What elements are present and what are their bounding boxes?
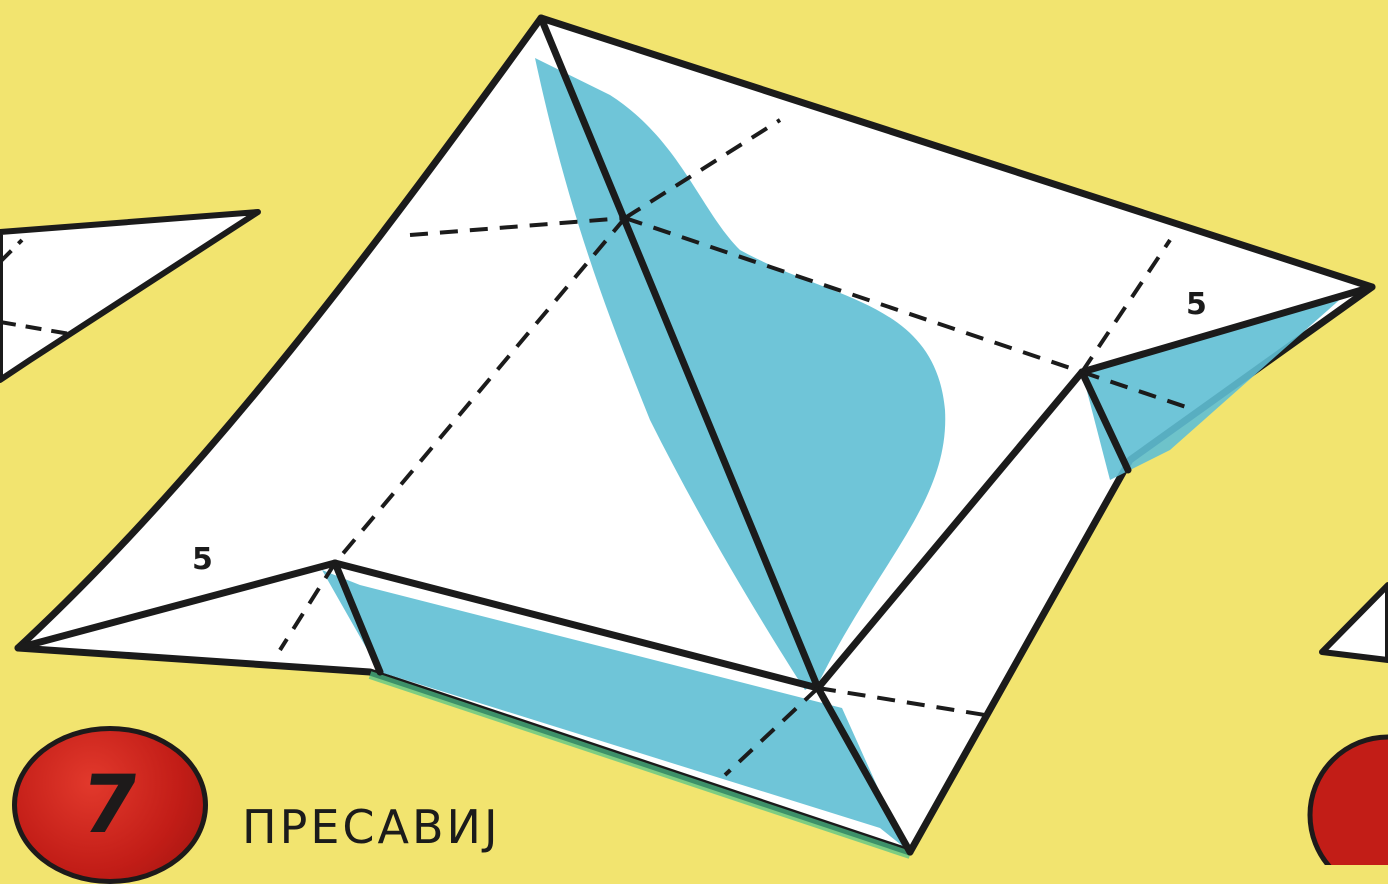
step-number: 7 <box>77 765 144 845</box>
next-step-fragment <box>1310 585 1388 865</box>
origami-diagram <box>0 0 1388 865</box>
previous-step-fragment <box>0 212 258 380</box>
folded-paper <box>18 18 1372 855</box>
step-instruction: ПРЕСАВИЈ <box>242 804 501 850</box>
step-number-badge: 7 <box>12 726 208 884</box>
dimension-label-right: 5 <box>1186 290 1207 320</box>
dimension-label-left: 5 <box>192 545 213 575</box>
